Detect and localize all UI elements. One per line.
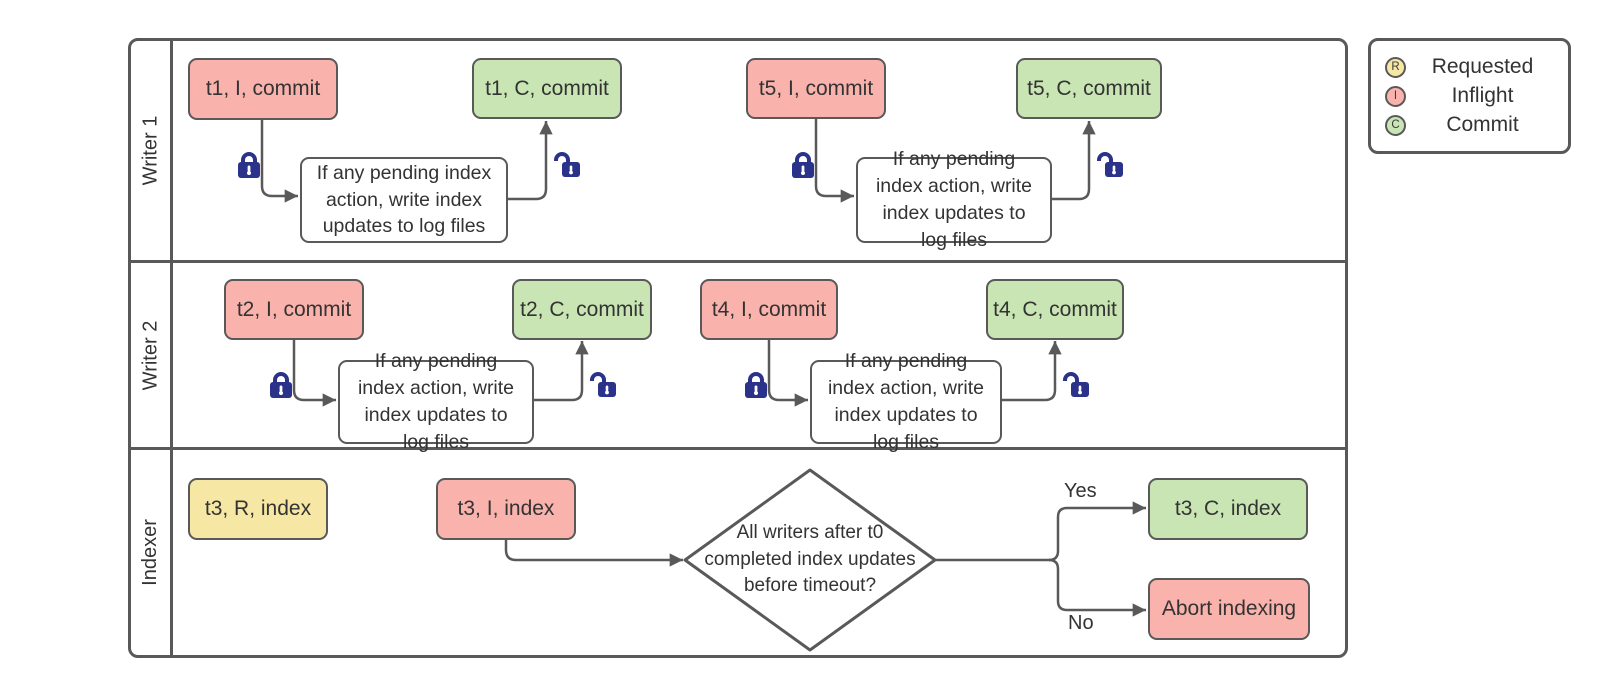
legend-item-requested: R Requested — [1385, 55, 1554, 79]
node-t5-inflight: t5, I, commit — [746, 58, 886, 119]
node-t1-commit: t1, C, commit — [472, 58, 622, 119]
legend-label-commit: Commit — [1446, 113, 1519, 136]
closed-lock-icon — [745, 372, 767, 398]
lane-label-indexer: Indexer — [139, 519, 161, 586]
decision-diamond: All writers after t0 completed index upd… — [704, 522, 916, 597]
node-t1-inflight: t1, I, commit — [188, 58, 338, 120]
lane-writer-2: Writer 2 — [131, 263, 1345, 450]
open-lock-icon — [1097, 152, 1123, 177]
legend-item-commit: C Commit — [1385, 113, 1554, 137]
branch-label-no: No — [1068, 612, 1094, 634]
lane-label-cell-writer-2: Writer 2 — [131, 263, 173, 447]
node-t3-requested: t3, R, index — [188, 478, 328, 540]
commit-state-icon: C — [1385, 114, 1406, 136]
legend-item-inflight: I Inflight — [1385, 84, 1554, 108]
lane-label-cell-writer-1: Writer 1 — [131, 41, 173, 260]
open-lock-icon — [590, 372, 616, 397]
node-t2-inflight: t2, I, commit — [224, 279, 364, 340]
lane-label-cell-indexer: Indexer — [131, 450, 173, 655]
inflight-state-icon: I — [1385, 85, 1406, 107]
node-t1-process: If any pending index action, write index… — [300, 157, 508, 243]
lane-label-writer-2: Writer 2 — [139, 320, 162, 390]
open-lock-icon — [1063, 372, 1089, 397]
node-t4-commit: t4, C, commit — [986, 279, 1124, 340]
open-lock-icon — [554, 152, 580, 177]
node-t4-inflight: t4, I, commit — [700, 279, 838, 340]
node-t2-process: If any pending index action, write index… — [338, 350, 534, 453]
closed-lock-icon — [238, 152, 260, 178]
node-t2-commit: t2, C, commit — [512, 279, 652, 340]
requested-state-icon: R — [1385, 56, 1406, 78]
lane-label-writer-1: Writer 1 — [139, 115, 162, 186]
legend: R Requested I Inflight C Commit — [1368, 38, 1571, 154]
closed-lock-icon — [270, 372, 292, 398]
node-t3-inflight: t3, I, index — [436, 478, 576, 540]
branch-label-yes: Yes — [1064, 480, 1097, 502]
node-t4-process: If any pending index action, write index… — [810, 350, 1002, 453]
node-t5-commit: t5, C, commit — [1016, 58, 1162, 119]
node-abort-indexing: Abort indexing — [1148, 578, 1310, 640]
node-t5-process: If any pending index action, write index… — [856, 148, 1052, 251]
legend-label-inflight: Inflight — [1451, 84, 1514, 107]
legend-label-requested: Requested — [1431, 55, 1534, 78]
closed-lock-icon — [792, 152, 814, 178]
lane-indexer: Indexer — [131, 450, 1345, 655]
lane-writer-1: Writer 1 — [131, 41, 1345, 263]
node-t3-commit: t3, C, index — [1148, 478, 1308, 540]
